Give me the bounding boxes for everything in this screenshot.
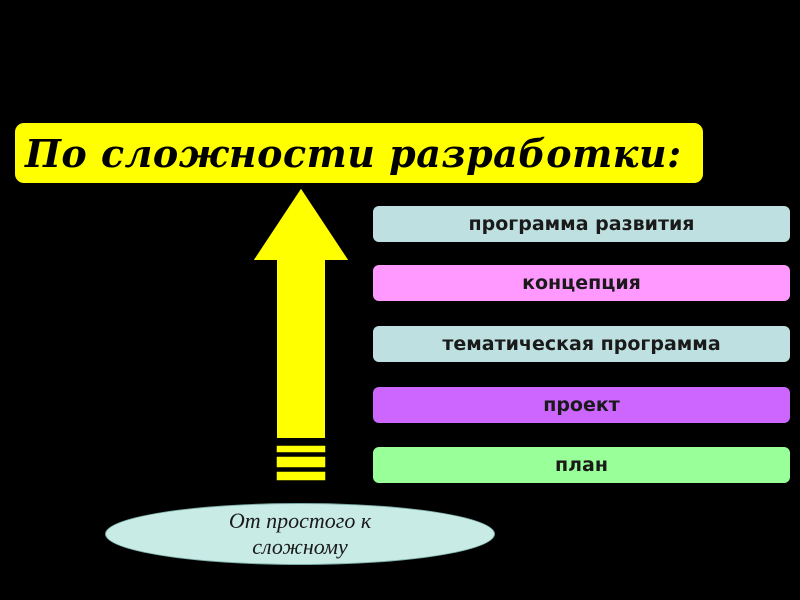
direction-ellipse: От простого к сложному	[105, 503, 495, 565]
level-concept: концепция	[373, 265, 790, 301]
level-label: проект	[543, 394, 620, 416]
level-thematic-program: тематическая программа	[373, 326, 790, 362]
slide-title: По сложности разработки:	[25, 130, 682, 176]
level-label: тематическая программа	[442, 333, 721, 355]
level-project: проект	[373, 387, 790, 423]
level-label: план	[555, 454, 608, 476]
direction-label: От простого к сложному	[228, 508, 372, 559]
level-label: программа развития	[468, 213, 695, 235]
up-arrow-icon	[250, 187, 352, 482]
level-label: концепция	[522, 272, 641, 294]
title-banner: По сложности разработки:	[15, 123, 703, 183]
level-development-program: программа развития	[373, 206, 790, 242]
level-plan: план	[373, 447, 790, 483]
